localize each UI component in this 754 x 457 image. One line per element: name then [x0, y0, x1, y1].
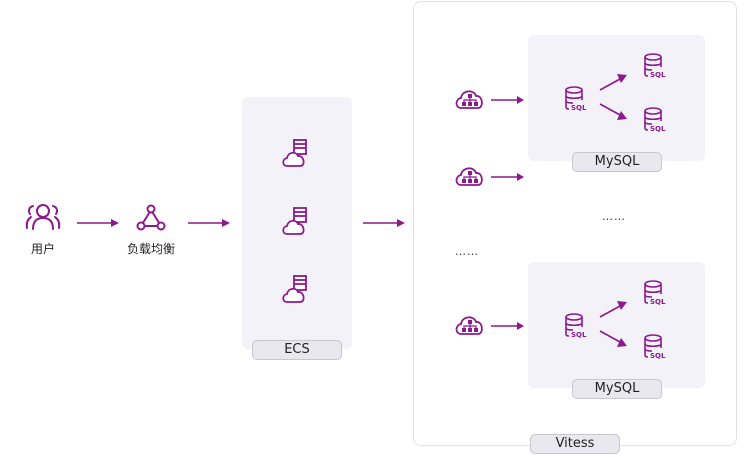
arrow-router-to-mysql: [491, 322, 524, 330]
mysql-panel-2: [528, 262, 705, 388]
router-ellipsis: ……: [455, 245, 479, 258]
load-balancer-icon: [136, 204, 166, 231]
svg-text:SQL: SQL: [650, 71, 666, 79]
cloud-server-icon: [282, 139, 307, 167]
sql-database-icon-primary: SQL: [565, 313, 587, 339]
cloud-server-icon: [282, 275, 307, 303]
mysql-panel-1: [528, 35, 705, 161]
user-label: 用户: [30, 242, 55, 256]
vitess-tag: Vitess: [530, 434, 620, 454]
arrow-lb-to-ecs: [188, 219, 230, 227]
sql-database-icon-primary: SQL: [565, 86, 587, 112]
mysql-tag-1: MySQL: [572, 152, 662, 172]
arrow-primary-to-replica: [599, 74, 627, 91]
users-icon: [25, 204, 61, 230]
arrow-primary-to-replica: [599, 301, 627, 318]
svg-text:SQL: SQL: [650, 298, 666, 306]
load-balancer-label: 负载均衡: [126, 242, 175, 256]
cloud-network-icon: [455, 167, 483, 186]
mysql-tag-2: MySQL: [572, 379, 662, 399]
cloud-server-icon: [282, 207, 307, 235]
ecs-tag: ECS: [252, 340, 342, 360]
sql-database-icon-replica: SQL: [644, 280, 666, 306]
sql-database-icon-replica: SQL: [644, 334, 666, 360]
arrow-router-to-mysql: [491, 96, 524, 104]
svg-text:SQL: SQL: [650, 352, 666, 360]
arrow-primary-to-replica: [599, 103, 627, 120]
sql-database-icon-replica: SQL: [644, 107, 666, 133]
svg-text:SQL: SQL: [571, 104, 587, 112]
cloud-network-icon: [455, 90, 483, 109]
svg-text:SQL: SQL: [650, 125, 666, 133]
arrow-primary-to-replica: [599, 330, 627, 347]
sql-database-icon-replica: SQL: [644, 53, 666, 79]
arrow-router-to-mysql: [491, 173, 524, 181]
arrow-user-to-lb: [77, 219, 119, 227]
cloud-network-icon: [455, 316, 483, 335]
mysql-ellipsis: ……: [602, 210, 626, 223]
svg-text:SQL: SQL: [571, 331, 587, 339]
arrow-ecs-to-vitess: [363, 219, 405, 227]
